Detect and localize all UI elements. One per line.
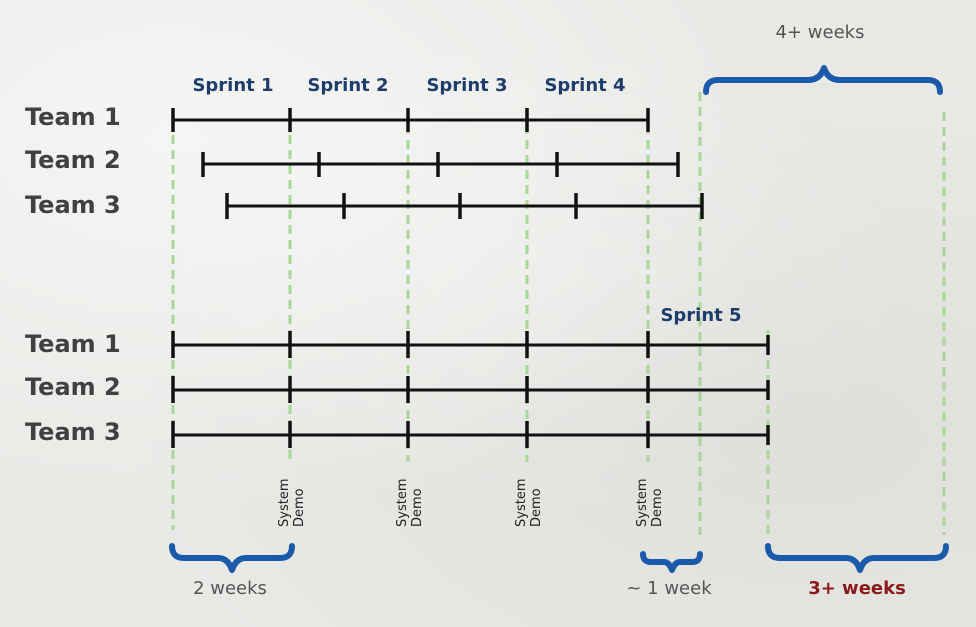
bottom-team-2-label: Team 2 [25, 373, 121, 401]
svg-text:Demo: Demo [650, 488, 665, 527]
svg-text:Demo: Demo [292, 488, 307, 527]
svg-text:Demo: Demo [529, 488, 544, 527]
sprint-3-label: Sprint 3 [426, 75, 507, 96]
system-demo-label: System Demo [514, 479, 544, 527]
bottom-team-2-timeline [171, 376, 770, 403]
svg-text:System: System [635, 479, 650, 527]
svg-text:System: System [395, 479, 410, 527]
top-team-2-label: Team 2 [25, 146, 121, 174]
svg-text:Demo: Demo [410, 488, 425, 527]
sprint-5-label: Sprint 5 [660, 305, 741, 326]
system-demo-label: System Demo [395, 479, 425, 527]
top-team-1-timeline [171, 108, 650, 132]
two-weeks-label: 2 weeks [193, 578, 267, 599]
bottom-team-3-timeline [171, 421, 770, 448]
four-plus-weeks-label: 4+ weeks [776, 22, 865, 43]
svg-text:System: System [514, 479, 529, 527]
bottom-team-3-label: Team 3 [25, 418, 121, 446]
top-team-3-label: Team 3 [25, 191, 121, 219]
sprint-4-label: Sprint 4 [544, 75, 625, 96]
bottom-team-1-timeline [171, 331, 770, 358]
sprint-2-label: Sprint 2 [307, 75, 388, 96]
system-demo-label: System Demo [635, 479, 665, 527]
system-demo-label: System Demo [277, 479, 307, 527]
brace-three-plus-weeks [765, 543, 949, 573]
brace-two-weeks [169, 543, 295, 573]
top-team-2-timeline [201, 152, 680, 177]
brace-one-week [640, 551, 703, 573]
one-week-label: ~ 1 week [626, 578, 712, 599]
sprint-1-label: Sprint 1 [192, 75, 273, 96]
brace-four-plus-weeks [703, 65, 943, 95]
top-team-1-label: Team 1 [25, 103, 121, 131]
svg-text:System: System [277, 479, 292, 527]
top-team-3-timeline [225, 193, 704, 219]
bottom-team-1-label: Team 1 [25, 330, 121, 358]
three-plus-weeks-label: 3+ weeks [808, 578, 906, 599]
